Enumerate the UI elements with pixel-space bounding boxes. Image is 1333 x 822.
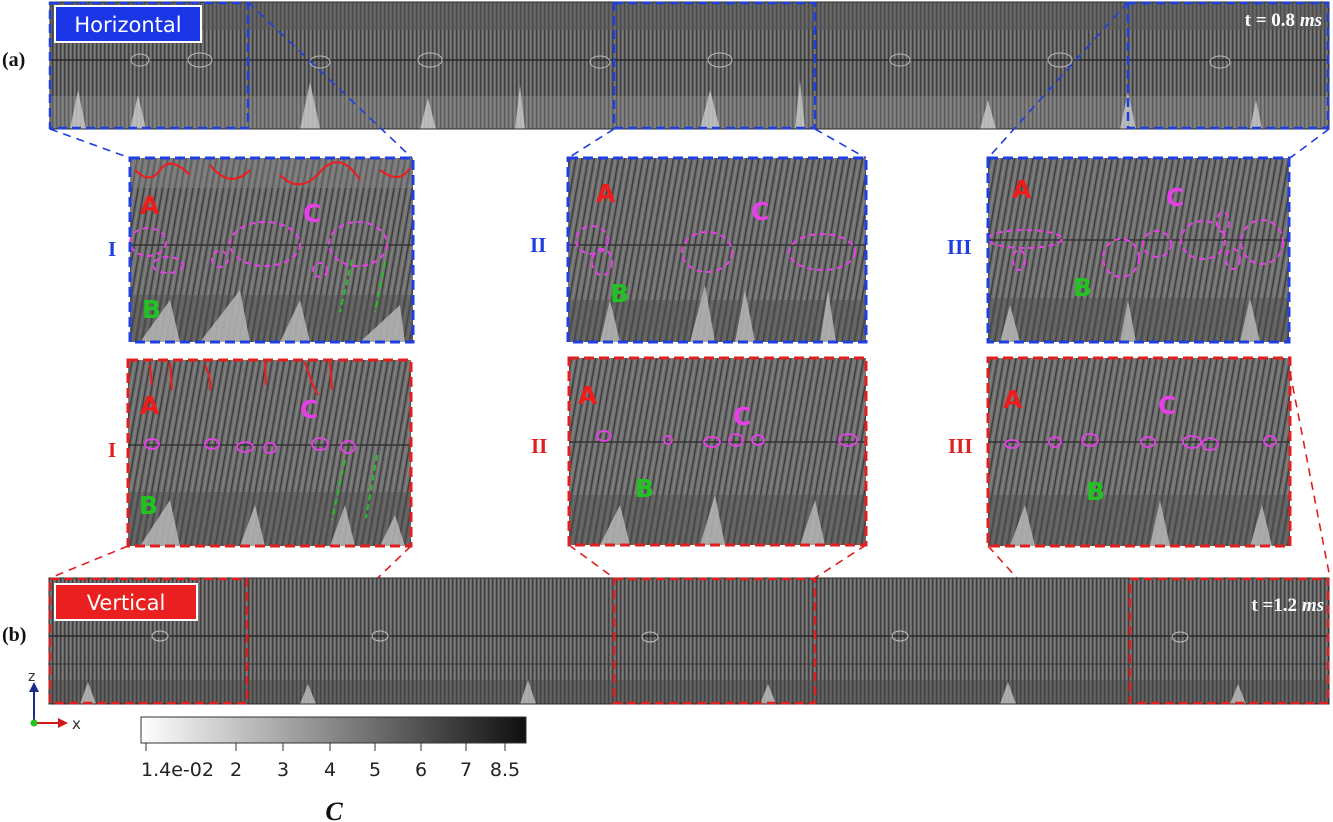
panel-b-strip — [48, 577, 1330, 705]
zoom-vertical-II-C: C — [733, 402, 751, 431]
panel-a-label: (a) — [2, 49, 25, 71]
zoom-horizontal-I — [128, 156, 415, 344]
zoom-horizontal-II-A: A — [596, 179, 616, 208]
zoom-vertical-III-A: A — [1003, 385, 1023, 414]
horizontal-badge-text: Horizontal — [74, 13, 181, 37]
colorbar — [140, 716, 527, 744]
colorbar-label: C — [325, 797, 343, 822]
zoom-horizontal-III — [986, 156, 1291, 344]
zoom-vertical-III-C: C — [1158, 391, 1176, 420]
zoom-horizontal-II-roman: II — [530, 233, 546, 257]
axis-z-label: z — [28, 669, 35, 685]
zoom-horizontal-I-B: B — [142, 295, 161, 324]
colorbar-tick-label: 8.5 — [490, 759, 520, 781]
zoom-vertical-I-B: B — [139, 491, 158, 520]
zoom-vertical-I-C: C — [300, 395, 318, 424]
axis-x-label: x — [72, 715, 81, 733]
vertical-badge-text: Vertical — [87, 591, 166, 615]
zoom-vertical-II-roman: II — [531, 434, 547, 458]
axis-triad — [29, 682, 68, 728]
colorbar-tick-label: 7 — [460, 759, 472, 781]
zoom-horizontal-II — [566, 156, 868, 344]
colorbar-ticks: 1.4e-02 2 3 4 5 6 7 8.5 — [141, 743, 520, 781]
zoom-horizontal-I-C: C — [303, 199, 321, 228]
zoom-horizontal-II-B: B — [610, 279, 629, 308]
zoom-vertical-III — [986, 356, 1292, 548]
panel-b-time: t =1.2 ms — [1251, 595, 1324, 616]
colorbar-tick-label: 3 — [277, 759, 289, 781]
panel-a-time: t = 0.8 ms — [1245, 10, 1322, 31]
zoom-vertical-I-A: A — [140, 391, 160, 420]
panel-b-label: (b) — [2, 624, 26, 646]
colorbar-tick-label: 5 — [369, 759, 381, 781]
vertical-badge — [54, 583, 198, 621]
zoom-vertical-III-roman: III — [948, 434, 973, 458]
horizontal-badge — [54, 5, 202, 43]
zoom-vertical-II-B: B — [635, 474, 654, 503]
zoom-horizontal-III-A: A — [1012, 175, 1032, 204]
zoom-vertical-II-A: A — [578, 381, 598, 410]
horizontal-zoom-connectors — [49, 1, 1330, 159]
zoom-vertical-I — [126, 358, 413, 548]
colorbar-tick-label: 1.4e-02 — [141, 759, 214, 781]
zoom-horizontal-I-A: A — [140, 191, 160, 220]
zoom-horizontal-I-roman: I — [108, 237, 116, 261]
colorbar-tick-label: 4 — [324, 759, 336, 781]
zoom-vertical-III-B: B — [1086, 477, 1105, 506]
zoom-vertical-II — [567, 356, 868, 547]
zoom-horizontal-II-C: C — [751, 197, 769, 226]
zoom-horizontal-III-B: B — [1073, 273, 1092, 302]
colorbar-tick-label: 6 — [415, 759, 427, 781]
zoom-horizontal-III-roman: III — [947, 235, 972, 259]
colorbar-tick-label: 2 — [230, 759, 242, 781]
zoom-vertical-I-roman: I — [108, 438, 116, 462]
zoom-horizontal-III-C: C — [1166, 183, 1184, 212]
panel-a-strip — [48, 1, 1330, 130]
